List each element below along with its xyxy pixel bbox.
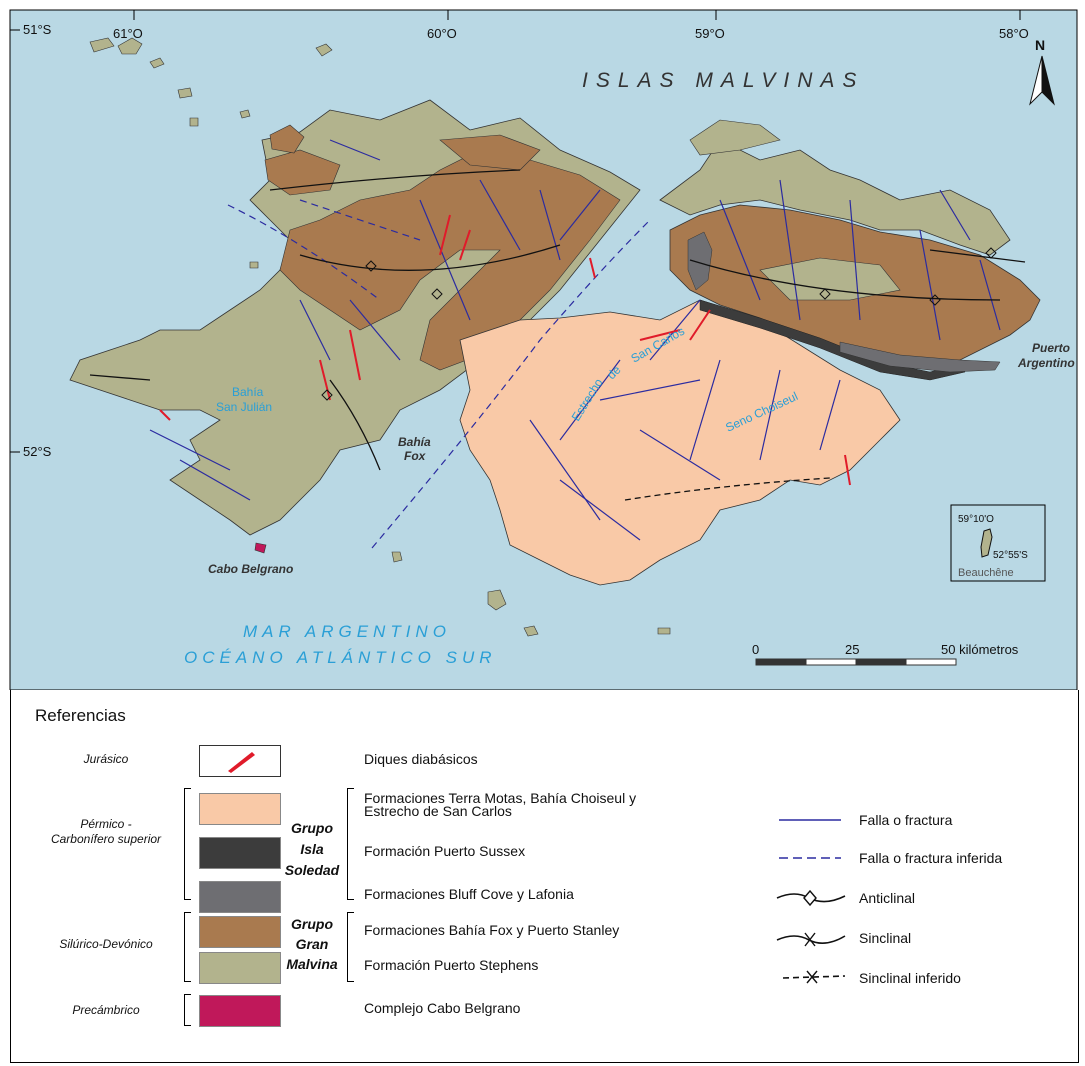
inferred-syncline-symbol-icon bbox=[782, 975, 846, 979]
label-bahia-san-julian-2: San Julián bbox=[216, 400, 272, 414]
symbol-sinclinal: Sinclinal bbox=[859, 930, 912, 946]
swatch-puerto-sussex bbox=[199, 837, 281, 869]
label-puerto-argentino-2: Argentino bbox=[1017, 356, 1075, 370]
east-olive-islet bbox=[689, 119, 781, 156]
swatch-cabo-belgrano bbox=[199, 995, 281, 1027]
bracket-precambrico bbox=[184, 994, 191, 1026]
lon-label-60: 60°O bbox=[427, 26, 457, 41]
label-bahia-fox-1: Bahía bbox=[398, 435, 431, 449]
unit-terra-motas-2: Estrecho de San Carlos bbox=[364, 803, 512, 819]
era-permico-1: Pérmico - bbox=[80, 817, 132, 831]
era-precambrico: Precámbrico bbox=[72, 1003, 140, 1017]
group-isla-soledad-2: Isla bbox=[300, 841, 324, 857]
isla-soledad-pale bbox=[459, 299, 901, 586]
unit-diques: Diques diabásicos bbox=[364, 751, 478, 767]
gran-malvina-brown bbox=[279, 149, 621, 371]
group-gran-malvina-1: Grupo bbox=[291, 916, 333, 932]
label-puerto-argentino-1: Puerto bbox=[1032, 341, 1070, 355]
unit-bahia-fox: Formaciones Bahía Fox y Puerto Stanley bbox=[364, 922, 620, 938]
north-label: N bbox=[1035, 37, 1045, 53]
anticlines bbox=[299, 244, 1026, 301]
inset-lon: 59°10'O bbox=[958, 514, 994, 525]
swatch-diques bbox=[199, 745, 281, 777]
bracket-silurico bbox=[184, 912, 191, 982]
beauchene-island bbox=[980, 528, 993, 558]
symbol-anticlinal: Anticlinal bbox=[859, 890, 916, 906]
map-title: ISLAS MALVINAS bbox=[582, 69, 864, 92]
anticline-marks bbox=[321, 247, 997, 401]
sea-label-mar-argentino: MAR ARGENTINO bbox=[243, 622, 451, 641]
scale-zero: 0 bbox=[752, 642, 759, 657]
lon-label-59: 59°O bbox=[695, 26, 725, 41]
symbol-falla-inferida: Falla o fractura inferida bbox=[859, 850, 1003, 866]
map-canvas: 51°S 52°S 61°O 60°O 59°O 58°O ISLAS MALV… bbox=[9, 9, 1078, 690]
east-olive-patch bbox=[759, 257, 901, 301]
puerto-sussex-band bbox=[699, 299, 966, 381]
lat-label-52: 52°S bbox=[23, 444, 52, 459]
inset-name: Beauchêne bbox=[958, 567, 1014, 579]
label-bahia-fox-2: Fox bbox=[404, 449, 427, 463]
legend-panel: Referencias Jurásico Pérmico - Carbonífe… bbox=[10, 690, 1079, 1063]
unit-bluff-cove: Formaciones Bluff Cove y Lafonia bbox=[364, 886, 574, 902]
bracket-permico bbox=[184, 788, 191, 900]
lat-label-51: 51°S bbox=[23, 22, 52, 37]
dike-symbol-icon bbox=[228, 752, 255, 773]
swatch-terra-motas bbox=[199, 793, 281, 825]
bracket-isla-soledad bbox=[347, 788, 354, 900]
label-cabo-belgrano: Cabo Belgrano bbox=[208, 562, 293, 576]
swatch-bahia-fox bbox=[199, 916, 281, 948]
small-islands bbox=[89, 37, 671, 637]
symbol-falla: Falla o fractura bbox=[859, 812, 953, 828]
bluff-cove-east bbox=[839, 341, 1001, 373]
inferred-syncline bbox=[624, 477, 831, 501]
bluff-cove-west bbox=[687, 231, 713, 291]
group-gran-malvina-2: Gran bbox=[295, 936, 329, 952]
brown-islet bbox=[269, 124, 305, 154]
lon-label-58: 58°O bbox=[999, 26, 1029, 41]
fault-lines bbox=[149, 139, 1001, 541]
sea-label-oceano: OCÉANO ATLÁNTICO SUR bbox=[184, 648, 497, 667]
unit-puerto-stephens: Formación Puerto Stephens bbox=[364, 957, 539, 973]
bracket-gran-malvina bbox=[347, 912, 354, 982]
swatch-bluff-cove bbox=[199, 881, 281, 913]
inferred-faults bbox=[227, 199, 651, 549]
lon-label-61: 61°O bbox=[113, 26, 143, 41]
unit-terra-motas-1: Formaciones Terra Motas, Bahía Choiseul … bbox=[364, 790, 637, 806]
geologic-map: 51°S 52°S 61°O 60°O 59°O 58°O ISLAS MALV… bbox=[9, 9, 1078, 690]
group-gran-malvina-3: Malvina bbox=[286, 956, 338, 972]
structure-symbols bbox=[776, 819, 846, 984]
inset-lat: 52°55'S bbox=[993, 550, 1028, 561]
graticule-ticks bbox=[10, 10, 1021, 453]
east-olive-north bbox=[659, 139, 1011, 256]
group-isla-soledad-1: Grupo bbox=[291, 820, 333, 836]
north-arrow-icon bbox=[1029, 55, 1055, 106]
scale-bar bbox=[755, 658, 957, 666]
scale-mid: 25 bbox=[845, 642, 859, 657]
symbol-sinclinal-inferido: Sinclinal inferido bbox=[859, 970, 961, 986]
era-jurasico: Jurásico bbox=[83, 752, 129, 766]
label-bahia-san-julian-1: Bahía bbox=[232, 385, 264, 399]
brown-nw bbox=[264, 149, 341, 196]
dikes bbox=[159, 214, 851, 486]
era-permico-2: Carbonífero superior bbox=[50, 832, 162, 846]
cabo-belgrano-complex bbox=[254, 542, 267, 554]
group-isla-soledad-3: Soledad bbox=[284, 862, 340, 878]
unit-cabo-belgrano: Complejo Cabo Belgrano bbox=[364, 1000, 521, 1016]
era-silurico: Silúrico-Devónico bbox=[59, 937, 153, 951]
legend-title: Referencias bbox=[35, 706, 126, 725]
inset-frame bbox=[950, 504, 1046, 582]
scale-max: 50 kilómetros bbox=[941, 642, 1019, 657]
swatch-puerto-stephens bbox=[199, 952, 281, 984]
synclines bbox=[89, 169, 521, 471]
unit-puerto-sussex: Formación Puerto Sussex bbox=[364, 843, 526, 859]
brown-north bbox=[439, 134, 541, 171]
